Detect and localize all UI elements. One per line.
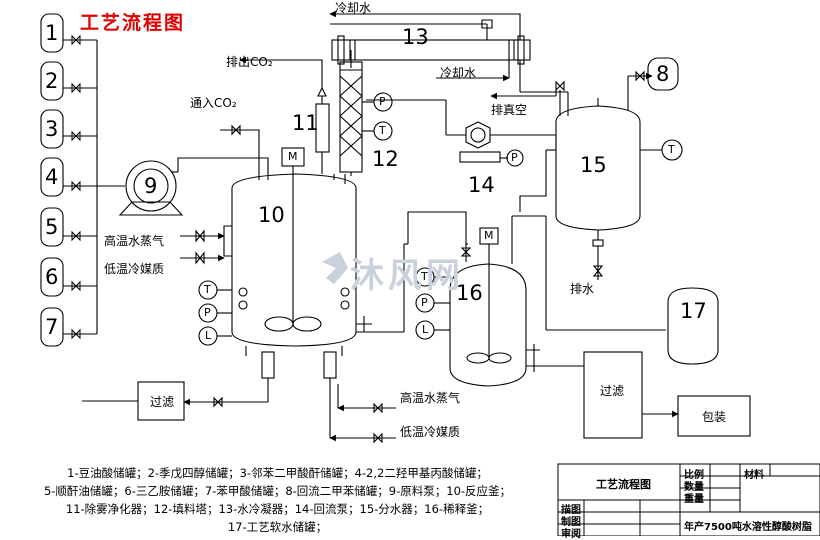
filter-2: [583, 351, 751, 439]
pump-14-label: 14: [468, 173, 495, 197]
vacuum-line: [490, 80, 565, 116]
tank-1: [40, 13, 64, 53]
title-block-name: 工艺流程图: [596, 478, 651, 491]
tank-7: [40, 307, 64, 347]
cooling-water-top-label: 冷却水: [335, 1, 372, 15]
tank-17-label: 17: [680, 299, 707, 323]
tank-3-label: 3: [45, 117, 59, 141]
utility-lines-bottom: [329, 378, 396, 444]
reactor-level-indicator: L: [205, 329, 212, 342]
column-press-indicator: P: [379, 95, 386, 108]
dilute-16-label: 16: [456, 281, 483, 305]
title-block-drafted: 制图: [561, 517, 581, 528]
legend-line: 11-除雾净化器；12-填料塔；13-水冷凝器；14-回流泵；15-分水器；16…: [65, 502, 490, 516]
tank-3: [40, 109, 64, 149]
diluter-level-indicator: L: [422, 323, 429, 336]
title-block: [557, 463, 820, 536]
feed-lines: [63, 34, 125, 340]
legend-line: 5-顺酐油储罐；6-三乙胺储罐；7-苯甲酸储罐；8-回流二甲苯储罐；9-原料泵；…: [43, 484, 512, 498]
legend-line: 1-豆油酸储罐；2-季戊四醇储罐；3-邻苯二甲酸酐储罐；4-2,2二羟甲基丙酸储…: [67, 466, 488, 480]
vacuum-label: 排真空: [491, 103, 528, 117]
feed-tanks: [40, 13, 64, 347]
diluter-motor-icon: M: [484, 229, 494, 242]
inlet-co2-label: 通入CO₂: [190, 96, 237, 110]
reactor-outlet: [82, 378, 269, 421]
cond-11-label: 11: [292, 111, 319, 135]
pump-9-label: 9: [144, 174, 158, 198]
title-block-drawn: 描图: [561, 505, 581, 516]
reactor-10-label: 10: [258, 203, 285, 227]
tank-4: [40, 157, 64, 197]
filter-2-label: 过滤: [600, 384, 625, 398]
tank-5: [40, 207, 64, 247]
steam-label-1: 高温水蒸气: [104, 234, 165, 248]
diagram-title: 工艺流程图: [80, 12, 186, 34]
pump-9: [118, 157, 269, 216]
drain-label: 排水: [570, 282, 595, 296]
exhaust-co2-label: 排出CO₂: [226, 55, 273, 69]
pump-press-indicator: P: [511, 151, 518, 164]
tank-2: [40, 61, 64, 101]
condenser-13: [329, 10, 569, 116]
separator-15: [555, 57, 683, 280]
reflux-line: [519, 149, 556, 212]
title-block-weight: 重量: [684, 494, 704, 505]
cooler-13-label: 13: [402, 25, 429, 49]
packed-12-label: 12: [372, 147, 399, 171]
title-block-material: 材料: [744, 470, 764, 481]
tank-5-label: 5: [45, 215, 59, 239]
watermark-logo-icon: [322, 252, 348, 284]
diluter-16: [403, 211, 666, 387]
tank-6-label: 6: [45, 265, 59, 289]
soft-water-tank-17: [667, 287, 719, 365]
reactor-press-indicator: P: [204, 306, 211, 319]
tank-8-label: 8: [656, 62, 670, 86]
co2-inlet: [220, 124, 260, 160]
cooling-water-mid-label: 冷却水: [440, 66, 477, 80]
watermark-text: 沐风网: [350, 256, 464, 296]
tank-2-label: 2: [45, 69, 59, 93]
filter-1-label: 过滤: [150, 395, 175, 409]
title-block-quantity: 数量: [684, 482, 704, 493]
title-block-project: 年产7500吨水溶性醇酸树脂: [684, 522, 812, 533]
separator-temp-indicator: T: [668, 143, 675, 156]
title-block-scale: 比例: [684, 470, 704, 481]
coolant-label-1: 低温冷媒质: [104, 262, 165, 276]
tank-7-label: 7: [45, 315, 59, 339]
tank-6: [40, 257, 64, 297]
diluter-temp-indicator: T: [421, 270, 428, 283]
tank-1-label: 1: [45, 21, 59, 45]
mist-eliminator-11: [239, 56, 330, 174]
packing-label: 包装: [702, 410, 727, 424]
sep-15-label: 15: [580, 153, 607, 177]
steam-label-2: 高温水蒸气: [400, 391, 461, 405]
reactor-temp-indicator: T: [204, 283, 211, 296]
legend-line: 17-工艺软水储罐；: [227, 520, 328, 534]
utility-lines-reactor: [180, 229, 225, 265]
column-temp-indicator: T: [379, 124, 386, 137]
diluter-press-indicator: P: [421, 296, 428, 309]
title-block-checked: 审阅: [561, 529, 581, 540]
equipment-legend: 1-豆油酸储罐；2-季戊四醇储罐；3-邻苯二甲酸酐储罐；4-2,2二羟甲基丙酸储…: [0, 464, 555, 536]
reactor-motor-icon: M: [288, 150, 298, 163]
tank-4-label: 4: [45, 165, 59, 189]
coolant-label-2: 低温冷媒质: [400, 425, 461, 439]
